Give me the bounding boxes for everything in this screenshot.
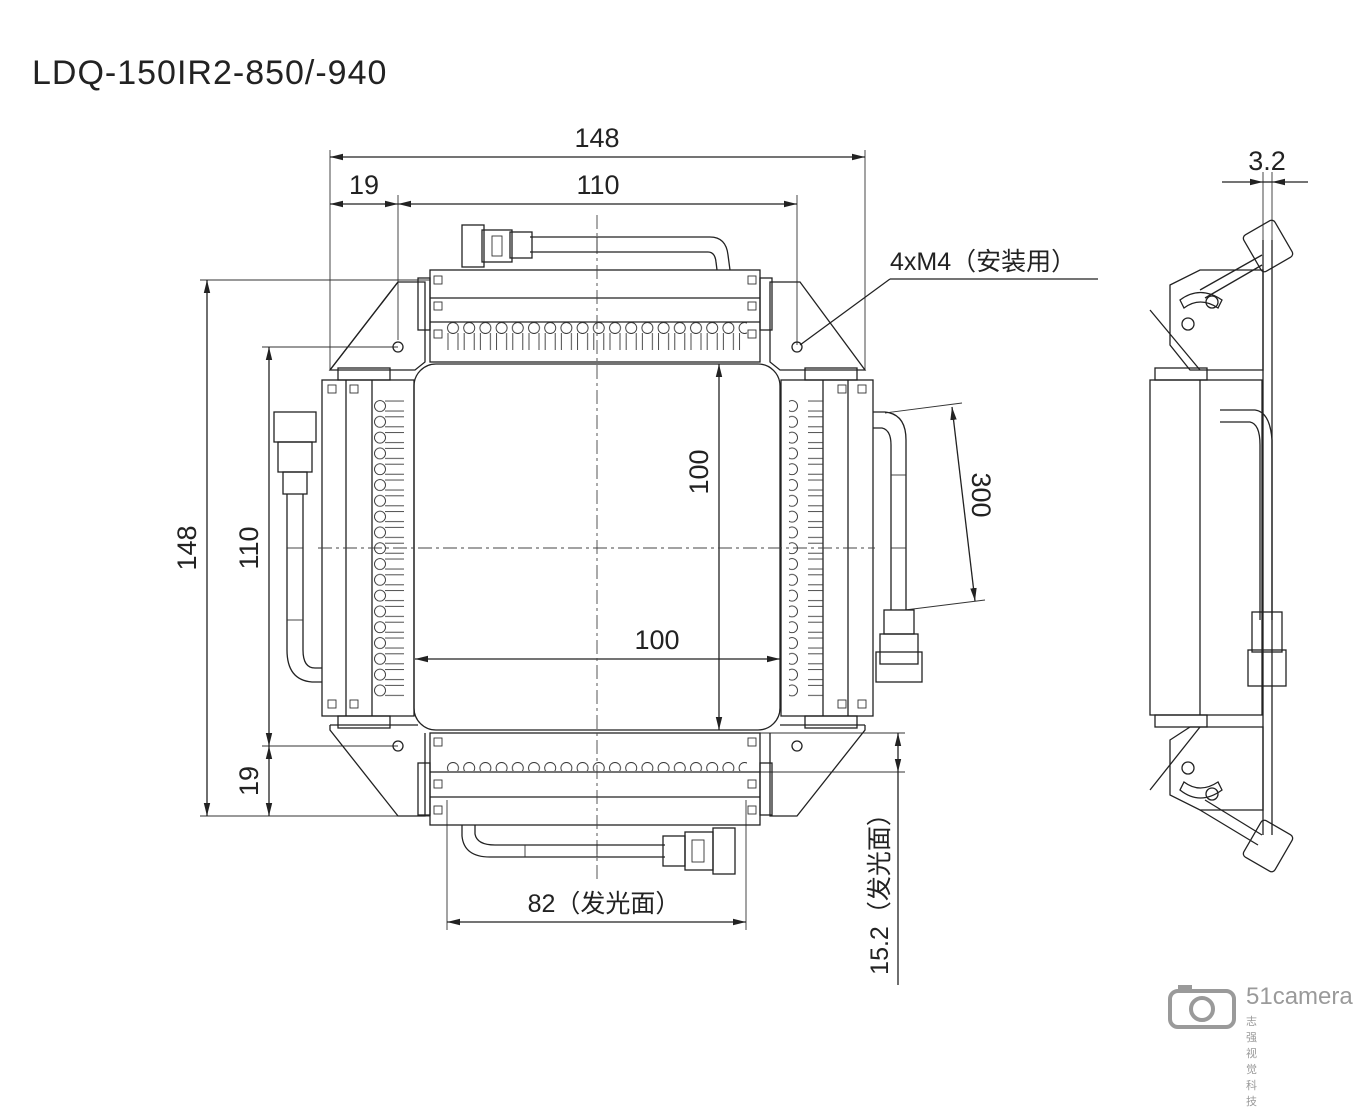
mount-hole-icon bbox=[791, 740, 803, 752]
screw-icon bbox=[1181, 761, 1195, 775]
cable-left bbox=[273, 411, 322, 683]
dim-bottom-offset: 19 bbox=[234, 766, 264, 796]
connector-side-bottom-icon bbox=[1242, 819, 1294, 873]
front-view bbox=[273, 215, 923, 880]
dimension-lines bbox=[200, 150, 1308, 985]
dim-emitting-width: 82（发光面） bbox=[528, 890, 681, 918]
connector-side-top-icon bbox=[1242, 219, 1294, 273]
dim-side-thickness: 3.2 bbox=[1248, 146, 1286, 176]
drawing-title: LDQ-150IR2-850/-940 bbox=[32, 54, 388, 92]
dim-window-width: 100 bbox=[634, 625, 679, 655]
technical-drawing: 148 19 110 148 110 19 100 100 300 82（发光面… bbox=[172, 123, 1308, 985]
dimension-labels: 148 19 110 148 110 19 100 100 300 82（发光面… bbox=[172, 123, 1286, 975]
connector-side-mid-icon bbox=[1247, 649, 1287, 687]
dim-mount-spacing-h: 110 bbox=[576, 170, 619, 200]
watermark-brand: 51camera bbox=[1246, 983, 1353, 1010]
watermark: 51camera 志强视觉科技 bbox=[1168, 983, 1353, 1108]
cable-bottom bbox=[461, 825, 736, 875]
mount-holes-note: 4xM4（安装用） bbox=[890, 248, 1076, 276]
watermark-tagline: 志强视觉科技 bbox=[1246, 1016, 1262, 1108]
led-row-top bbox=[445, 322, 747, 354]
screw-icon bbox=[1181, 317, 1195, 331]
dim-window-height: 100 bbox=[684, 449, 714, 494]
connector-bottom-icon bbox=[712, 827, 736, 875]
camera-logo-icon bbox=[1168, 985, 1236, 1029]
connector-right-icon bbox=[875, 651, 923, 683]
emitting-window bbox=[413, 363, 781, 731]
mount-hole-icon bbox=[392, 740, 404, 752]
dim-overall-height: 148 bbox=[172, 525, 202, 570]
led-bar-top bbox=[417, 269, 773, 363]
side-view bbox=[1149, 219, 1294, 873]
dim-cable-length: 300 bbox=[966, 472, 996, 517]
mount-hole-icon bbox=[392, 341, 404, 353]
led-row-bottom bbox=[445, 755, 747, 771]
mount-bracket-top-right bbox=[769, 281, 867, 371]
dim-emitting-height: 15.2（发光面） bbox=[866, 801, 894, 975]
cable-top bbox=[461, 224, 731, 271]
connector-left-icon bbox=[273, 411, 317, 443]
dim-mount-spacing-v: 110 bbox=[234, 526, 264, 569]
dim-left-offset: 19 bbox=[349, 170, 379, 200]
mount-bracket-top-left bbox=[328, 281, 426, 371]
connector-top-icon bbox=[461, 224, 485, 268]
mount-hole-icon bbox=[791, 341, 803, 353]
led-bar-bottom bbox=[417, 732, 773, 826]
cable-right bbox=[873, 411, 923, 683]
dim-overall-width: 148 bbox=[574, 123, 619, 153]
screw-icon bbox=[1205, 787, 1219, 801]
